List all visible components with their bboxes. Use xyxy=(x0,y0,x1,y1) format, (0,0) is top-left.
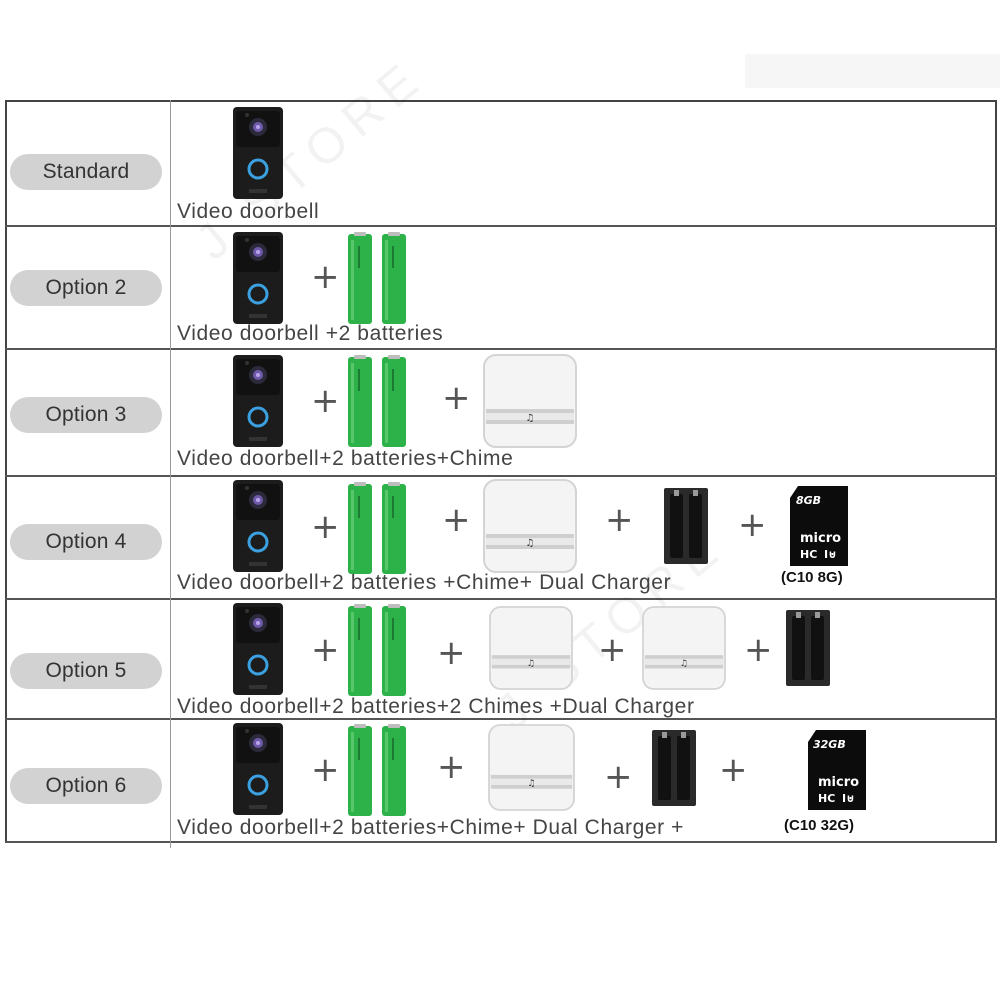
battery-icon xyxy=(348,482,372,574)
dual-charger-icon xyxy=(652,730,696,806)
option-pill-6[interactable]: Option 6 xyxy=(10,768,162,804)
plus-icon: + xyxy=(311,257,340,297)
caption-standard: Video doorbell xyxy=(177,200,320,223)
option-row-3[interactable]: Option 3 xyxy=(5,350,997,477)
caption-option-4: Video doorbell+2 batteries +Chime+ Dual … xyxy=(177,571,672,594)
option-pill-standard[interactable]: Standard xyxy=(10,154,162,190)
option-pill-4[interactable]: Option 4 xyxy=(10,524,162,560)
column-divider xyxy=(170,100,171,848)
plus-icon: + xyxy=(311,750,340,790)
battery-icon xyxy=(382,724,406,816)
plus-icon: + xyxy=(437,747,466,787)
caption-option-6: Video doorbell+2 batteries+Chime+ Dual C… xyxy=(177,816,685,839)
plus-icon: + xyxy=(311,381,340,421)
dual-charger-icon xyxy=(664,488,708,564)
chime-icon xyxy=(483,479,577,573)
battery-icon xyxy=(348,724,372,816)
option-row-6[interactable]: Option 6 xyxy=(5,720,997,843)
battery-icon xyxy=(382,482,406,574)
sd-card-label: (C10 32G) xyxy=(784,817,855,834)
doorbell-icon xyxy=(231,105,285,201)
battery-icon xyxy=(382,232,406,324)
option-pill-5[interactable]: Option 5 xyxy=(10,653,162,689)
battery-icon xyxy=(348,355,372,447)
doorbell-icon xyxy=(231,230,285,326)
chime-icon xyxy=(489,606,573,690)
chime-icon xyxy=(483,354,577,448)
caption-option-5: Video doorbell+2 batteries+2 Chimes +Dua… xyxy=(177,695,695,718)
plus-icon: + xyxy=(744,630,773,670)
plus-icon: + xyxy=(437,633,466,673)
doorbell-icon xyxy=(231,478,285,574)
chime-icon xyxy=(642,606,726,690)
plus-icon: + xyxy=(719,750,748,790)
plus-icon: + xyxy=(311,630,340,670)
sd-card-capacity-text: 8GB xyxy=(796,494,821,507)
option-row-standard[interactable]: Standard xyxy=(5,102,997,227)
plus-icon: + xyxy=(442,500,471,540)
sd-card-label: (C10 8G) xyxy=(781,569,843,586)
caption-option-3: Video doorbell+2 batteries+Chime xyxy=(177,447,514,470)
chime-icon xyxy=(488,724,575,811)
caption-option-2: Video doorbell +2 batteries xyxy=(177,322,444,345)
battery-icon xyxy=(382,355,406,447)
options-table xyxy=(5,100,997,843)
micro-sd-card-icon: 32GB xyxy=(808,730,866,810)
micro-sd-card-icon: 8GB xyxy=(790,486,848,566)
battery-icon xyxy=(348,604,372,696)
plus-icon: + xyxy=(598,630,627,670)
plus-icon: + xyxy=(311,507,340,547)
option-pill-2[interactable]: Option 2 xyxy=(10,270,162,306)
battery-icon xyxy=(348,232,372,324)
dual-charger-icon xyxy=(786,610,830,686)
doorbell-icon xyxy=(231,601,285,697)
option-row-2[interactable]: Option 2 xyxy=(5,227,997,350)
doorbell-icon xyxy=(231,721,285,817)
plus-icon: + xyxy=(604,757,633,797)
plus-icon: + xyxy=(442,378,471,418)
option-row-4[interactable]: Option 4 xyxy=(5,477,997,600)
plus-icon: + xyxy=(605,500,634,540)
option-pill-3[interactable]: Option 3 xyxy=(10,397,162,433)
sd-card-capacity-text: 32GB xyxy=(813,738,846,751)
plus-icon: + xyxy=(738,505,767,545)
doorbell-icon xyxy=(231,353,285,449)
battery-icon xyxy=(382,604,406,696)
option-row-5[interactable]: Option 5 xyxy=(5,600,997,720)
top-bar xyxy=(745,54,1000,88)
